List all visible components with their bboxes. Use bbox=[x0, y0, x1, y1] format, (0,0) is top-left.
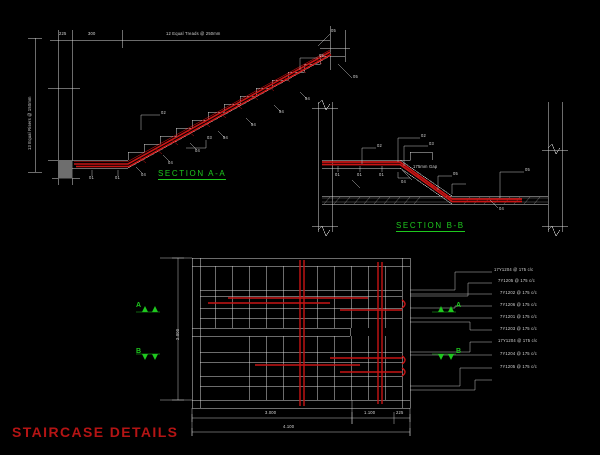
bar-mark-02-aa: 02 bbox=[161, 110, 166, 115]
rebar-callout-3: 7Y1202 @ 175 c/c bbox=[500, 290, 537, 295]
bar-mark-05a-bb: 05 bbox=[453, 171, 458, 176]
bar-mark-04a-aa: 04 bbox=[141, 172, 146, 177]
bar-mark-05b-aa: 05 bbox=[331, 28, 336, 33]
section-marker-a-right: A bbox=[456, 302, 462, 309]
bar-mark-04a-bb: 04 bbox=[401, 179, 406, 184]
section-marker-b-left: B bbox=[136, 348, 142, 355]
bar-mark-05c-aa: 05 bbox=[353, 74, 358, 79]
rebar-callout-5: 7Y1201 @ 175 c/c bbox=[500, 314, 537, 319]
bar-mark-04c-aa: 04 bbox=[195, 148, 200, 153]
bar-mark-01b-aa: 01 bbox=[115, 175, 120, 180]
dim-plan-h1: 3.000 bbox=[265, 410, 277, 415]
bar-mark-01a-bb: 01 bbox=[335, 172, 340, 177]
dim-risers: 13 Equal Risers @ 150mm bbox=[27, 96, 32, 150]
bar-mark-04f-aa: 04 bbox=[279, 109, 284, 114]
section-label-bb: SECTION B-B bbox=[396, 221, 465, 232]
bar-mark-04e-aa: 04 bbox=[251, 122, 256, 127]
bar-mark-04g-aa: 04 bbox=[305, 96, 310, 101]
rebar-callout-9: 7Y1205 @ 175 c/c bbox=[500, 364, 537, 369]
bar-mark-01b-bb: 01 bbox=[357, 172, 362, 177]
dim-plan-vertical: 2.000 bbox=[175, 328, 180, 340]
rebar-callout-1: 17Y1204 @ 175 c/c bbox=[494, 267, 534, 272]
bar-mark-01c-bb: 01 bbox=[379, 172, 384, 177]
rebar-callout-7: 17Y1204 @ 175 c/c bbox=[498, 338, 538, 343]
dim-plan-h2: 1.100 bbox=[364, 410, 376, 415]
dim-225-aa: 225 bbox=[59, 31, 67, 36]
dim-plan-total: 4.100 bbox=[283, 424, 295, 429]
section-marker-b-right: B bbox=[456, 348, 462, 355]
rebar-callout-6: 7Y1203 @ 175 c/c bbox=[500, 326, 537, 331]
bar-mark-02a-bb: 02 bbox=[377, 143, 382, 148]
dim-treads: 12 Equal Treads @ 250mm bbox=[166, 31, 221, 36]
section-marker-a-left: A bbox=[136, 302, 142, 309]
bar-mark-04b-aa: 04 bbox=[168, 160, 173, 165]
bar-mark-03-aa: 03 bbox=[207, 135, 212, 140]
bar-mark-02b-bb: 02 bbox=[421, 133, 426, 138]
rebar-callout-8: 7Y1204 @ 175 c/c bbox=[500, 351, 537, 356]
dim-plan-h3: 225 bbox=[396, 410, 404, 415]
bar-mark-04d-aa: 04 bbox=[223, 135, 228, 140]
section-label-aa: SECTION A-A bbox=[158, 169, 227, 180]
bar-mark-03-bb: 03 bbox=[429, 141, 434, 146]
bar-mark-01a-aa: 01 bbox=[89, 175, 94, 180]
bar-mark-04b-bb: 04 bbox=[499, 206, 504, 211]
drawing-title: STAIRCASE DETAILS bbox=[12, 424, 179, 440]
bar-mark-05b-bb: 05 bbox=[525, 167, 530, 172]
rebar-callout-4: 7Y1206 @ 175 c/c bbox=[500, 302, 537, 307]
dim-300-aa: 300 bbox=[88, 31, 96, 36]
bar-mark-05a-aa: 05 bbox=[319, 53, 324, 58]
gap-note-bb: 175mm Gap bbox=[413, 164, 438, 169]
rebar-callout-2: 7Y1205 @ 175 c/c bbox=[498, 278, 535, 283]
